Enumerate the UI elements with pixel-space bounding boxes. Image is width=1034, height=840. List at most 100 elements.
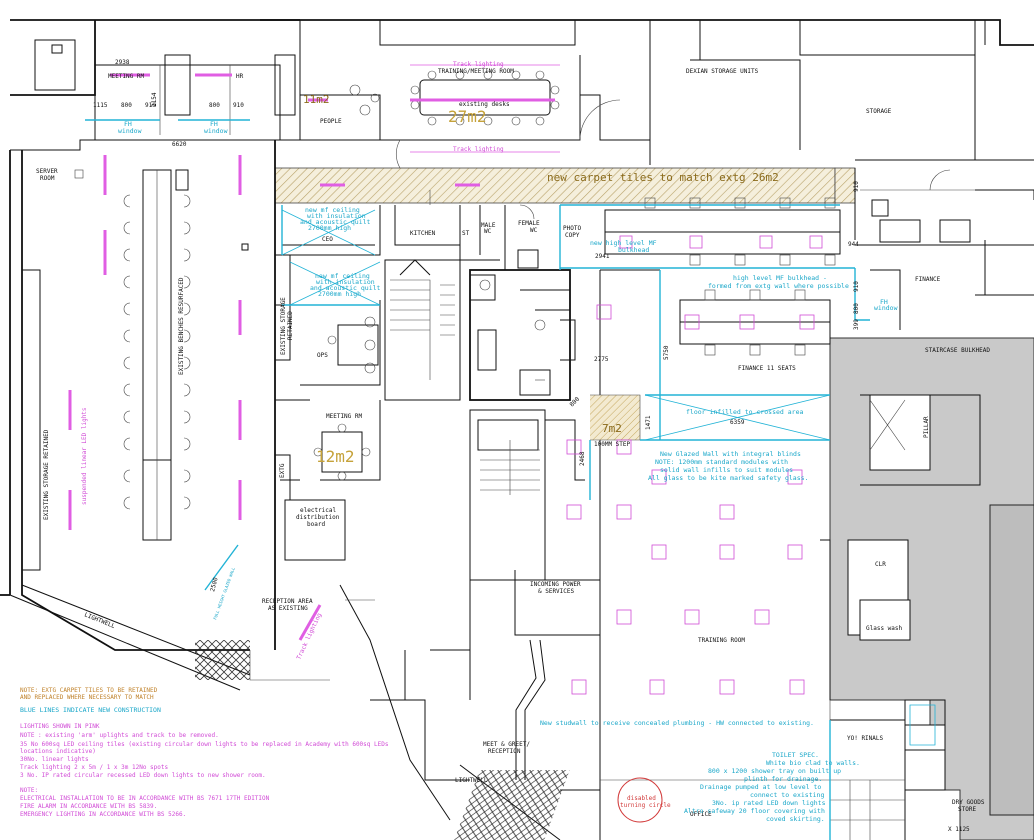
note-floor-infill: floor infilled to crossed area xyxy=(686,408,803,416)
note-l5: Track lighting 2 x 5m / 1 x 3m 12No spot… xyxy=(20,764,168,771)
outer-wall-top xyxy=(10,19,300,96)
area-label-27m2: 27m2 xyxy=(448,107,487,126)
label-kitchen: KITCHEN xyxy=(410,230,436,237)
note-toilet-5: Drainage pumped at low level to xyxy=(700,783,821,791)
dim-step: 100MM STEP xyxy=(594,441,631,448)
note-toilet-1: TOILET SPEC. xyxy=(772,751,819,759)
note-l3: locations indicative) xyxy=(20,748,96,755)
note-toilet-8: Altro safeway 20 floor covering with xyxy=(684,807,825,815)
dim-2938: 2938 xyxy=(115,59,130,66)
label-hr: HR xyxy=(236,73,244,80)
label-electrical-1: electrical xyxy=(300,507,337,514)
label-dry-goods-1: DRY GOODS xyxy=(952,799,985,806)
carpet-note: new carpet tiles to match extg 26m2 xyxy=(547,171,779,184)
label-lightwell-2: LIGHTWELL xyxy=(455,777,488,784)
label-meet-greet-2: RECEPTION xyxy=(488,748,521,755)
lightwell-left xyxy=(195,640,250,680)
dim-2775: 2775 xyxy=(594,356,609,363)
note-ceiling-st-1: new mf ceiling xyxy=(315,272,370,280)
label-meeting-rm-top: MEETING RM xyxy=(108,73,145,80)
finance-desks-top xyxy=(604,209,841,255)
label-urinals: YO! RINALS xyxy=(847,735,884,742)
note-e3: EMERGENCY LIGHTING IN ACCORDANCE WITH BS… xyxy=(20,811,186,818)
note-l1: NOTE : existing 'arm' uplights and track… xyxy=(20,732,219,739)
note-n3: BLUE LINES INDICATE NEW CONSTRUCTION xyxy=(20,706,161,714)
note-l4: 30No. linear lights xyxy=(20,756,89,763)
label-dry-goods-2: STORE xyxy=(958,806,976,813)
note-toilet-7: 3No. ip rated LED down lights xyxy=(712,799,826,807)
note-ceiling-st-3: and acoustic quilt xyxy=(310,284,381,292)
note-track-1: Track lighting xyxy=(453,61,504,68)
dim-2941: 2941 xyxy=(595,253,610,260)
dim-1115: 1115 xyxy=(93,102,108,109)
note-toilet-6: connect to existing xyxy=(750,791,824,799)
label-existing-benches: EXISTING BENCHES RESURFACED xyxy=(178,277,185,375)
dim-2500: 2500 xyxy=(209,576,220,592)
dim-910c: 910 xyxy=(853,181,860,192)
dim-5750: 5750 xyxy=(663,345,670,360)
label-clr: CLR xyxy=(875,561,886,568)
label-ops: OPS xyxy=(317,352,328,359)
label-incoming-power-2: & SERVICES xyxy=(538,588,575,595)
dim-944: 944 xyxy=(848,241,859,248)
note-studwall: New studwall to receive concealed plumbi… xyxy=(540,719,814,727)
label-existing-desks: existing desks xyxy=(459,101,510,108)
note-l6: 3 No. IP rated circular recessed LED dow… xyxy=(20,772,266,779)
note-track-2: Track lighting xyxy=(453,146,504,153)
area-label-12m2: 12m2 xyxy=(316,447,355,466)
label-storage: STORAGE xyxy=(866,108,892,115)
label-training-meeting: TRAINING/MEETING ROOM xyxy=(438,68,514,75)
dim-399: 399 xyxy=(853,319,860,330)
note-toilet-4: plinth for drainage. xyxy=(744,775,822,783)
note-bulkhead-fin-1: high level MF bulkhead - xyxy=(733,274,827,282)
label-server-room-2: ROOM xyxy=(40,175,55,182)
note-ceiling-ceo-3: and acoustic quilt xyxy=(300,218,371,226)
label-finance-11: FINANCE 11 SEATS xyxy=(738,365,796,372)
label-electrical-2: distribution xyxy=(296,514,340,521)
note-n1: NOTE: EXTG CARPET TILES TO BE RETAINED xyxy=(20,687,158,694)
area-label-7m2: 7m2 xyxy=(602,422,622,435)
note-ceiling-ceo-4: 2700mm high xyxy=(308,224,351,232)
linear-led-lights xyxy=(68,73,555,641)
note-fh-window-2: FH xyxy=(210,120,218,128)
note-toilet-2: White bio clad to walls. xyxy=(766,759,860,767)
label-photo-copy-1: PHOTO xyxy=(563,225,581,232)
training-room-table xyxy=(419,79,551,116)
finance-desks-bottom xyxy=(679,299,831,345)
label-office: OFFICE xyxy=(690,811,712,818)
note-glazed-1: New Glazed Wall with integral blinds xyxy=(660,450,801,458)
label-incoming-power-1: INCOMING POWER xyxy=(530,581,581,588)
dim-2468: 2468 xyxy=(579,451,586,466)
note-l2: 35 No 600sq LED ceiling tiles (existing … xyxy=(20,741,389,748)
label-male-wc-2: WC xyxy=(484,228,492,235)
label-meet-greet-1: MEET & GREET/ xyxy=(483,741,530,748)
label-existing-storage-2: EXISTING STORAGE xyxy=(280,297,287,355)
note-bulkhead-1: new high level MF xyxy=(590,239,657,247)
area-label-11m2: 11m2 xyxy=(303,93,330,106)
label-extg: EXTG xyxy=(279,463,286,478)
note-e1: ELECTRICAL INSTALLATION TO BE IN ACCORDA… xyxy=(20,795,270,802)
note-e0: NOTE: xyxy=(20,787,38,794)
label-reception-1: RECEPTION AREA xyxy=(262,598,313,605)
label-female-wc-2: WC xyxy=(530,227,538,234)
note-glazed-2: NOTE: 1200mm standard modules with xyxy=(655,458,788,466)
label-reception-2: AS EXISTING xyxy=(268,605,308,612)
dim-6620: 6620 xyxy=(172,141,187,148)
note-glazed-3: solid wall infills to suit modules xyxy=(660,466,793,474)
label-training-room: TRAINING ROOM xyxy=(698,637,745,644)
label-male-wc-1: MALE xyxy=(481,222,496,229)
dim-1471: 1471 xyxy=(645,415,652,430)
note-fh-window-3b: window xyxy=(874,304,898,312)
label-existing-storage-retained-v: EXISTING STORAGE RETAINED xyxy=(43,429,50,520)
note-ceiling-st-4: 2700mm high xyxy=(318,290,361,298)
dim-910d: 910 xyxy=(853,281,860,292)
label-disabled-2: turning circle xyxy=(620,802,671,809)
label-server-room-1: SERVER xyxy=(36,168,58,175)
note-ceiling-ceo-1: new mf ceiling xyxy=(305,206,360,214)
label-finance: FINANCE xyxy=(915,276,941,283)
label-pillar: PILLAR xyxy=(923,416,930,438)
label-people: PEOPLE xyxy=(320,118,342,125)
note-fh-window-2b: window xyxy=(204,127,228,135)
